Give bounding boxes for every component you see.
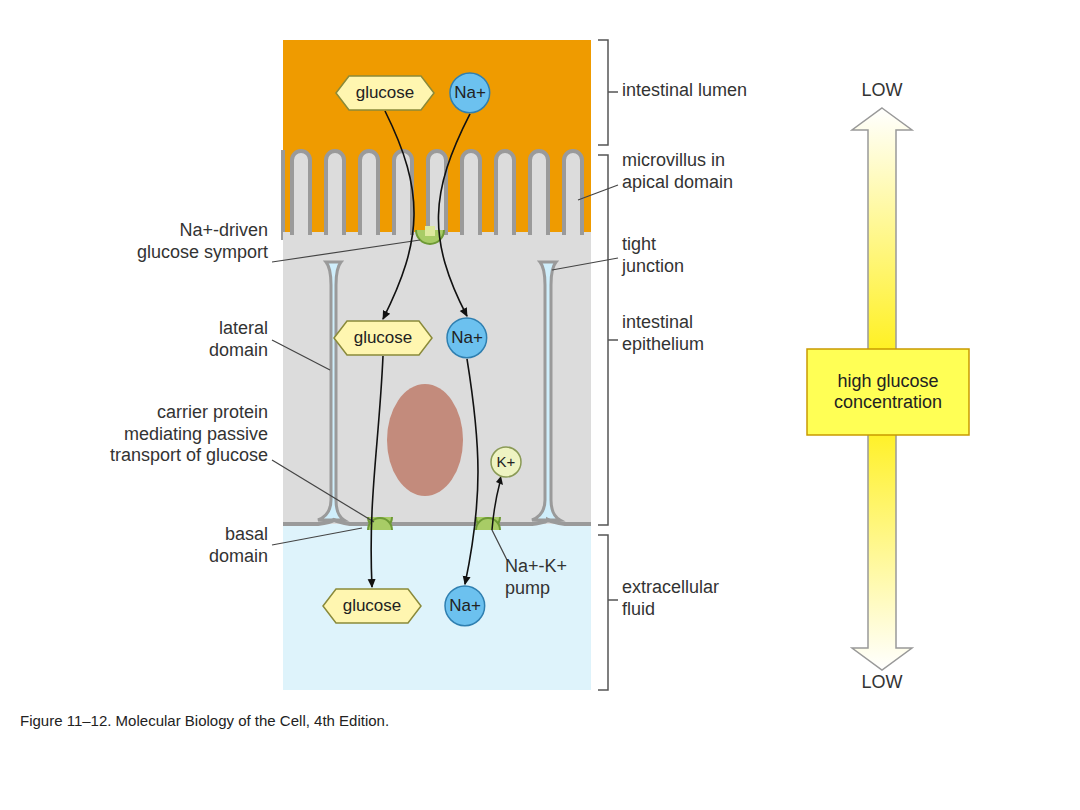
microvillus bbox=[360, 151, 378, 236]
epithelium bbox=[281, 150, 285, 240]
glucose-hexagon: glucose bbox=[333, 320, 433, 356]
flow-arrow bbox=[383, 111, 414, 319]
lateral-space bbox=[318, 262, 344, 520]
glucose-hexagon: glucose bbox=[335, 75, 435, 111]
k-arrowhead bbox=[496, 476, 503, 485]
node-text: glucose bbox=[343, 596, 402, 616]
microvillus bbox=[326, 151, 344, 236]
part-label: carrier protein mediating passive transp… bbox=[83, 402, 268, 467]
basal-membrane bbox=[283, 520, 591, 524]
flow-arrow bbox=[438, 114, 470, 316]
gradient-box: high glucose concentration bbox=[806, 348, 970, 436]
ion-circle: Na+ bbox=[446, 317, 488, 359]
part-label: microvillus in apical domain bbox=[622, 150, 772, 193]
glucose-hexagon: glucose bbox=[322, 588, 422, 624]
node-text: K+ bbox=[497, 453, 516, 470]
ion-circle: K+ bbox=[490, 446, 522, 478]
na-k-pump bbox=[476, 517, 500, 530]
k-flow bbox=[492, 482, 500, 530]
part-label: basal domain bbox=[198, 524, 268, 567]
part-label: lateral domain bbox=[188, 318, 268, 361]
extracellular-fluid bbox=[283, 520, 591, 690]
nucleus bbox=[387, 384, 463, 496]
node-text: Na+ bbox=[449, 596, 481, 616]
cell-body bbox=[283, 232, 591, 524]
flow-arrow bbox=[371, 356, 383, 587]
part-label: intestinal epithelium bbox=[622, 312, 732, 355]
part-label: Na+-K+ pump bbox=[505, 556, 575, 599]
brackets bbox=[598, 40, 618, 690]
node-text: glucose bbox=[354, 328, 413, 348]
flow-arrow bbox=[465, 359, 478, 584]
lateral-space bbox=[532, 262, 560, 520]
part-label: Na+-driven glucose symport bbox=[123, 220, 268, 263]
part-label: extracellular fluid bbox=[622, 577, 742, 620]
microvillus bbox=[394, 151, 412, 236]
node-text: high glucose concentration bbox=[813, 371, 963, 412]
ion-circle: Na+ bbox=[444, 585, 486, 627]
leader-lines bbox=[272, 185, 618, 560]
part-label: intestinal lumen bbox=[622, 80, 747, 102]
microvilli bbox=[283, 151, 591, 238]
microvillus bbox=[530, 151, 548, 236]
microvillus bbox=[462, 151, 480, 236]
part-label: LOW bbox=[861, 80, 902, 102]
part-label: LOW bbox=[861, 672, 902, 694]
ion-circle: Na+ bbox=[449, 72, 491, 114]
microvillus bbox=[496, 151, 514, 236]
microvillus bbox=[564, 151, 582, 236]
node-text: Na+ bbox=[451, 328, 483, 348]
microvillus bbox=[292, 151, 310, 236]
node-text: glucose bbox=[356, 83, 415, 103]
microvillus bbox=[428, 151, 446, 236]
part-label: tight junction bbox=[622, 234, 712, 277]
lumen bbox=[283, 40, 591, 240]
node-text: Na+ bbox=[454, 83, 486, 103]
caption: Figure 11–12. Molecular Biology of the C… bbox=[20, 712, 389, 729]
